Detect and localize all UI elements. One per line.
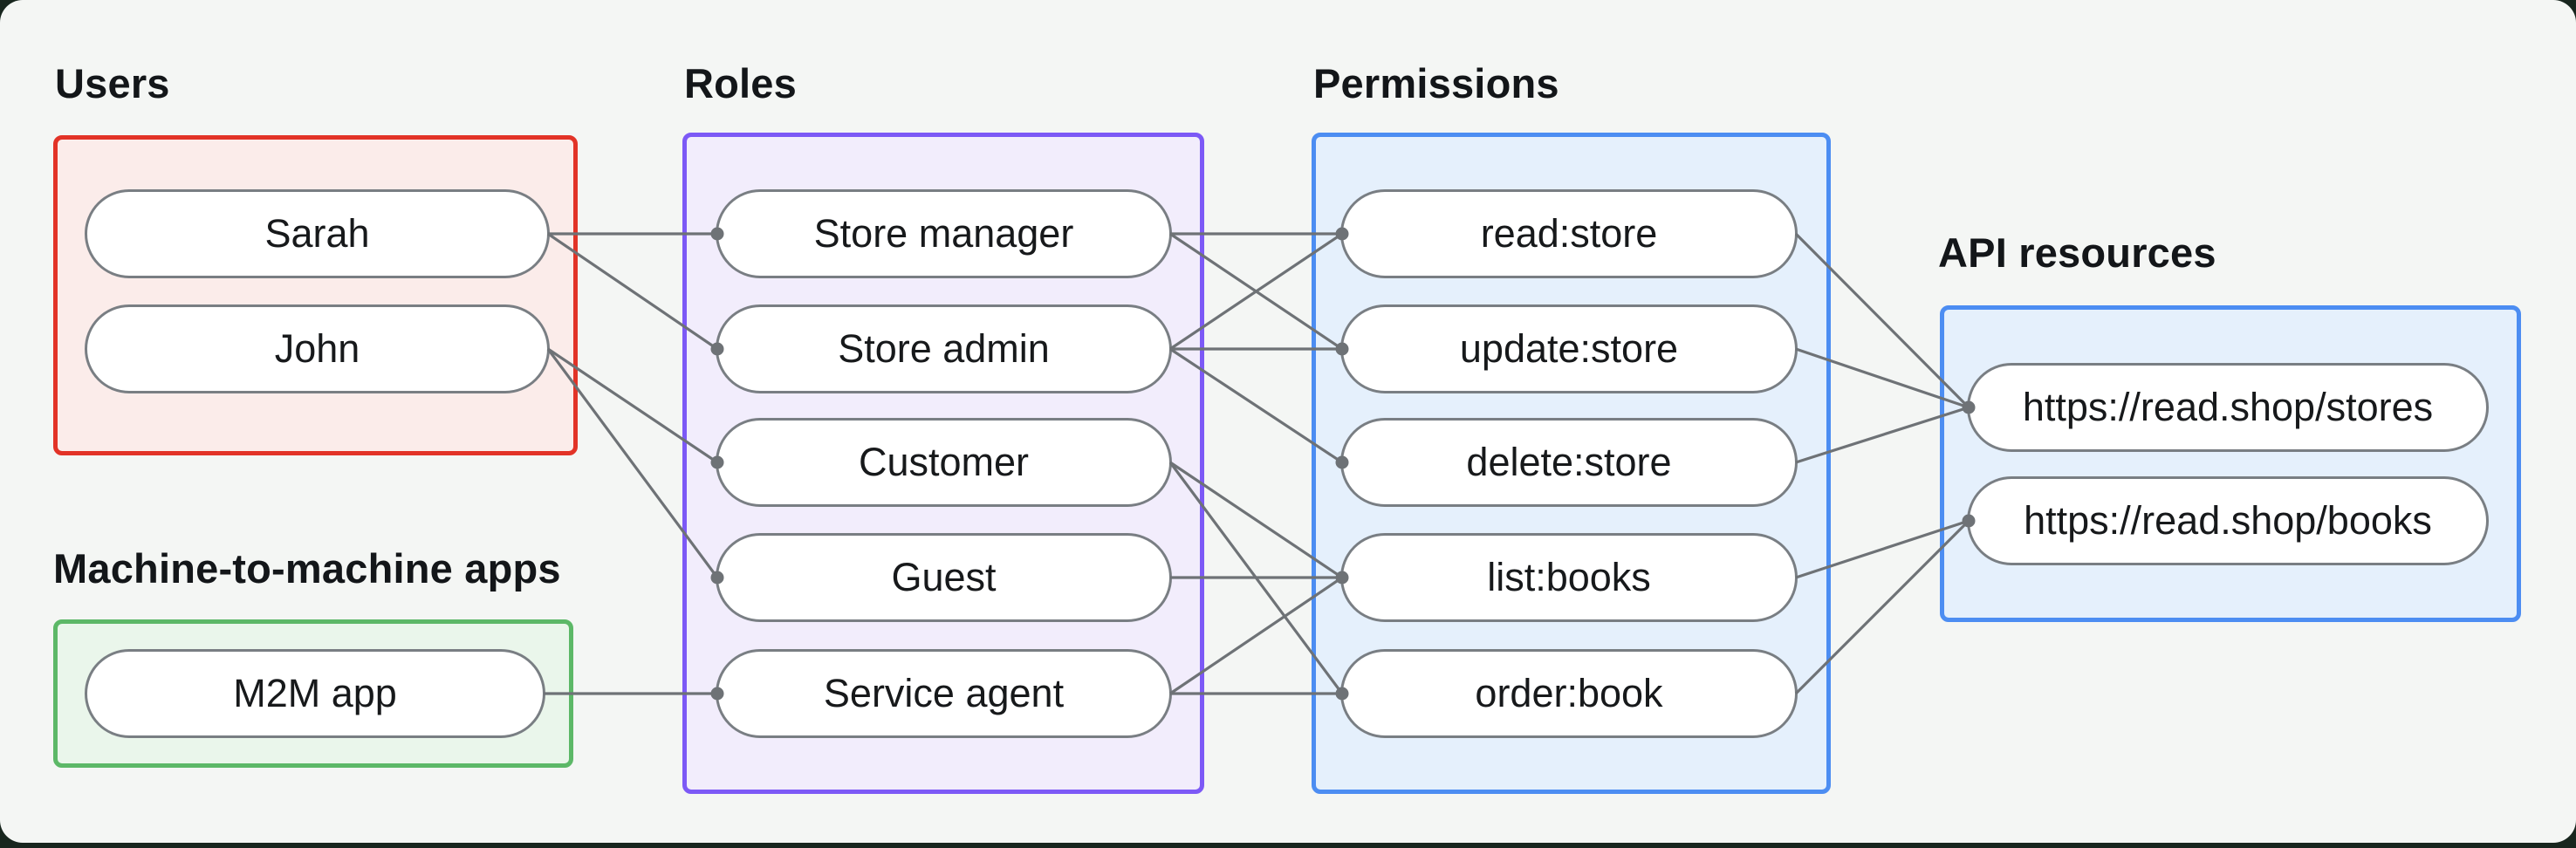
roles-group-label: Roles [684,60,797,106]
users-group-box [53,135,578,455]
m2m-apps-group-label: Machine-to-machine apps [53,545,561,592]
users-group-label: Users [55,60,170,106]
node-pill-guest: Guest [716,533,1172,622]
node-pill-order-book: order:book [1340,649,1798,738]
node-pill-delete-store: delete:store [1340,418,1798,507]
node-pill-list-books: list:books [1340,533,1798,622]
node-pill-update-store: update:store [1340,304,1798,393]
node-pill-read-store: read:store [1340,189,1798,278]
node-pill-stores: https://read.shop/stores [1967,363,2489,452]
api-resources-group-label: API resources [1938,229,2216,276]
node-pill-store-manager: Store manager [716,189,1172,278]
node-pill-customer: Customer [716,418,1172,507]
api-resources-group-box [1940,305,2521,622]
node-pill-john: John [85,304,550,393]
node-pill-m2m-app: M2M app [85,649,545,738]
node-pill-service-agent: Service agent [716,649,1172,738]
node-pill-sarah: Sarah [85,189,550,278]
permissions-group-label: Permissions [1313,60,1559,106]
node-pill-books: https://read.shop/books [1967,476,2489,565]
node-pill-store-admin: Store admin [716,304,1172,393]
